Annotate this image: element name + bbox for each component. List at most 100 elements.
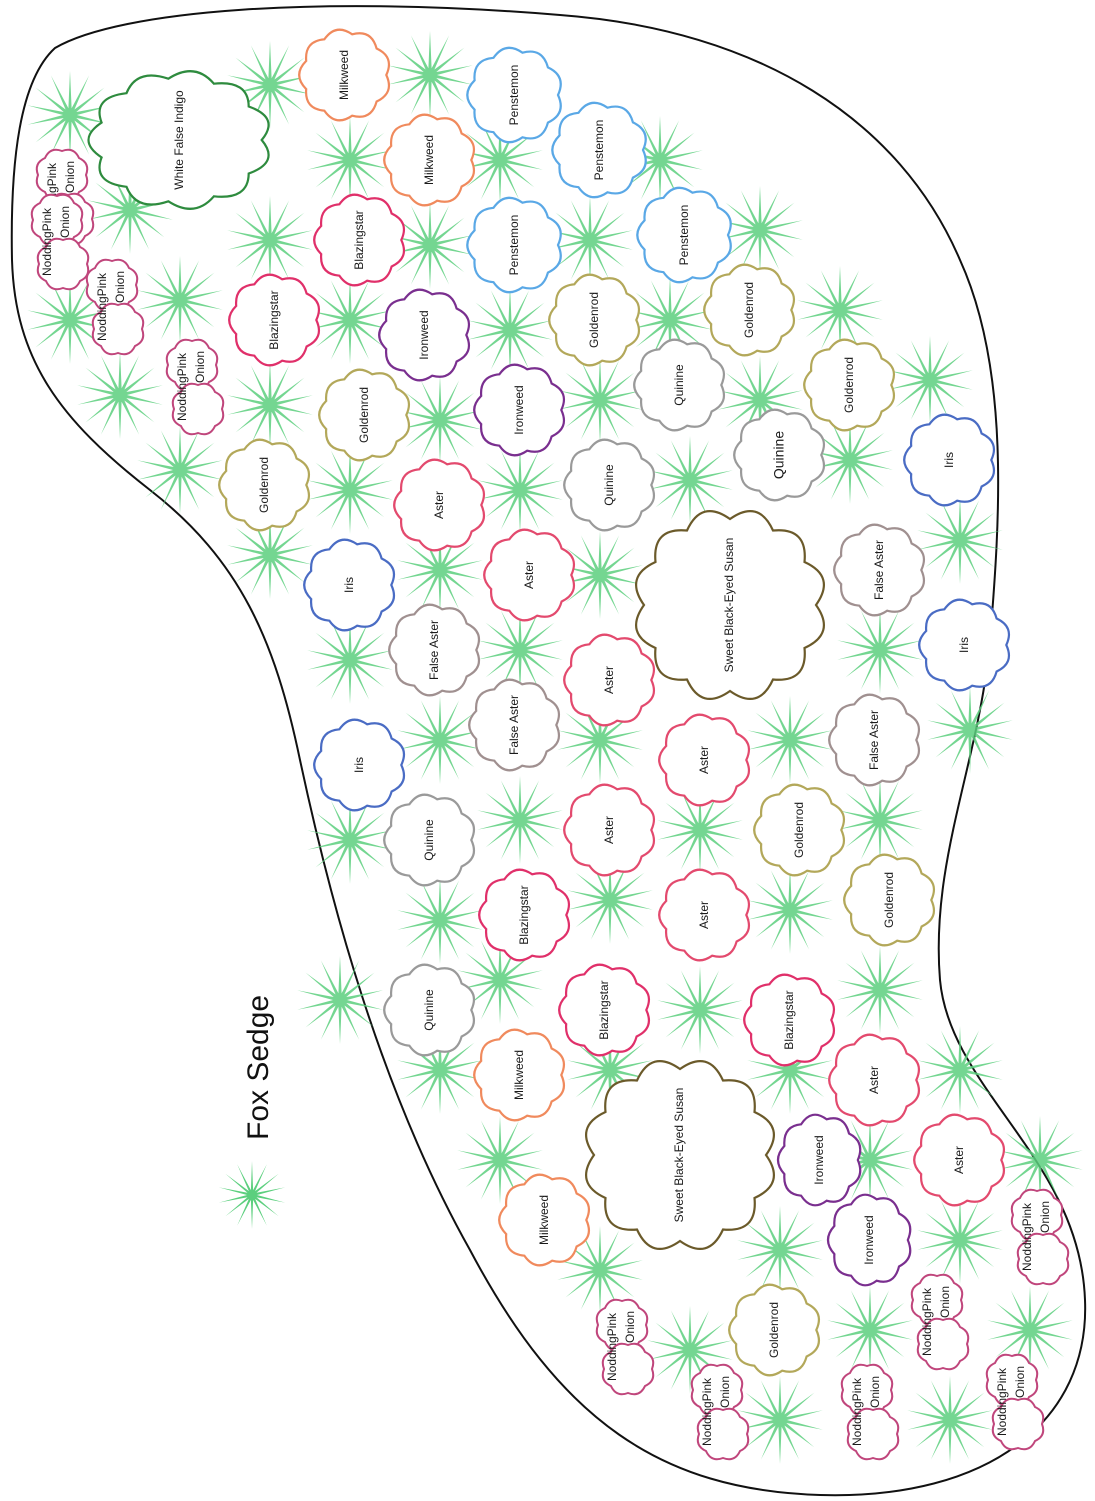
- onion-label: NoddingPink: [995, 1367, 1009, 1436]
- fox-sedge-plant: [927, 686, 1013, 774]
- fox-sedge-plant: [747, 866, 833, 954]
- plant-outline: [733, 408, 825, 502]
- fox-sedge-plant: [887, 336, 973, 424]
- plant-blazingstar: Blazingstar: [478, 868, 570, 962]
- plant-outline: [918, 598, 1010, 692]
- fox-sedge-plant: [797, 266, 883, 354]
- plant-penstemon: Penstemon: [466, 196, 562, 294]
- fox-sedge-plant: [567, 856, 653, 944]
- fox-sedge-plant: [27, 71, 113, 159]
- plant-outline: [303, 538, 395, 632]
- plant-label: Penstemon: [507, 65, 521, 126]
- plant-label: Penstemon: [592, 120, 606, 181]
- plant-outline: [393, 458, 485, 552]
- fox-sedge-plant: [827, 1286, 913, 1374]
- fox-sedge-plant: [477, 446, 563, 534]
- onion-label: Onion: [1038, 1201, 1052, 1233]
- fox-sedge-plant: [397, 876, 483, 964]
- plant-outline: [313, 718, 405, 812]
- plant-quinine: Quinine: [383, 963, 475, 1057]
- plant-outline: [478, 868, 570, 962]
- plant-label: Milkweed: [337, 50, 351, 100]
- plant-iris: Iris: [303, 538, 395, 632]
- fox-sedge-plant: [917, 496, 1003, 584]
- fox-sedge-plant: [627, 276, 713, 364]
- plant-label: Ironweed: [417, 310, 431, 359]
- plant-label: Quinine: [602, 464, 616, 506]
- fox-sedge-plant: [227, 41, 313, 129]
- plant-label: Blazingstar: [267, 290, 281, 349]
- legend: Fox Sedge: [218, 995, 286, 1229]
- plant-label: False Aster: [427, 620, 441, 680]
- plant-label: Blazingstar: [782, 990, 796, 1049]
- plant-label: Quinine: [771, 431, 787, 479]
- fox-sedge-plant: [87, 166, 173, 254]
- onion-label: NoddingPink: [920, 1287, 934, 1356]
- onion-outline: [696, 1407, 750, 1461]
- fox-sedge-plant: [77, 351, 163, 439]
- plant-outline: [728, 1283, 820, 1377]
- fox-sedge-star-icon: [218, 1161, 286, 1229]
- onion-outline: [601, 1342, 655, 1396]
- plant-outline: [828, 1033, 920, 1127]
- fox-sedge-star-icon: [218, 1161, 286, 1229]
- plant-label: Goldenrod: [742, 282, 756, 338]
- fox-sedge-plant: [617, 116, 703, 204]
- plant-false-aster: False Aster: [828, 693, 920, 787]
- plant-label: Goldenrod: [842, 357, 856, 413]
- plant-outline: [563, 633, 655, 727]
- plant-blazingstar: Blazingstar: [743, 973, 835, 1067]
- plant-outline: [558, 963, 650, 1057]
- plant-outline: [658, 868, 750, 962]
- plant-quinine: Quinine: [563, 438, 655, 532]
- plant-label: Quinine: [422, 819, 436, 861]
- fox-sedge-plant: [457, 1116, 543, 1204]
- plant-outline: [388, 603, 480, 697]
- plant-outline: [466, 46, 562, 144]
- fox-sedge-plant: [307, 276, 393, 364]
- legend-title: Fox Sedge: [242, 995, 275, 1140]
- plant-label: Goldenrod: [357, 387, 371, 443]
- plant-ironweed: Ironweed: [378, 288, 470, 382]
- fox-sedge-layer: [27, 31, 1083, 1464]
- plant-false-aster: False Aster: [468, 678, 560, 772]
- fox-sedge-plant: [137, 256, 223, 344]
- plant-label: Aster: [602, 666, 616, 694]
- fox-sedge-plant: [557, 1226, 643, 1314]
- plant-label: Ironweed: [862, 1215, 876, 1264]
- plant-label: Penstemon: [677, 205, 691, 266]
- plant-aster: Aster: [563, 783, 655, 877]
- fox-sedge-plant: [227, 361, 313, 449]
- plant-label: Ironweed: [812, 1135, 826, 1184]
- fox-sedge-plant: [307, 616, 393, 704]
- onion-outline: [171, 382, 225, 436]
- plant-outline: [483, 528, 575, 622]
- fox-sedge-plant: [567, 1026, 653, 1114]
- plant-ironweed: Ironweed: [776, 1113, 862, 1207]
- plant-outline: [635, 510, 825, 700]
- fox-sedge-plant: [837, 606, 923, 694]
- plant-blazingstar: Blazingstar: [228, 273, 320, 367]
- plant-goldenrod: Goldenrod: [548, 273, 640, 367]
- fox-sedge-plant: [307, 796, 393, 884]
- plant-ironweed: Ironweed: [826, 1193, 912, 1287]
- plant-goldenrod: Goldenrod: [728, 1283, 820, 1377]
- plant-label: Iris: [342, 577, 356, 593]
- plant-aster: Aster: [483, 528, 575, 622]
- plant-label: False Aster: [507, 695, 521, 755]
- fox-sedge-plant: [397, 526, 483, 614]
- plant-penstemon: Penstemon: [466, 46, 562, 144]
- plant-outline: [473, 363, 565, 457]
- fox-sedge-plant: [827, 1116, 913, 1204]
- fox-sedge-plant: [477, 606, 563, 694]
- fox-sedge-plant: [477, 776, 563, 864]
- plant-label: Aster: [697, 746, 711, 774]
- fox-sedge-plant: [547, 196, 633, 284]
